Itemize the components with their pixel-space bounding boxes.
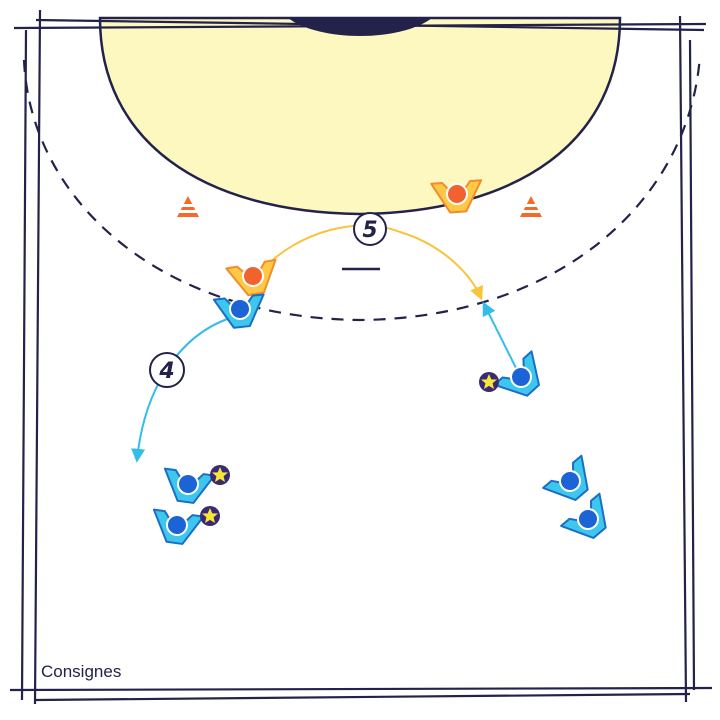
attacker-icon <box>560 492 620 550</box>
cone-icon <box>177 196 199 217</box>
attacker-icon <box>148 508 205 548</box>
cone-icon <box>520 196 542 217</box>
caption-text: Consignes <box>41 662 121 681</box>
step-label-5: 5 <box>362 218 377 243</box>
goal-area <box>98 16 622 216</box>
defense-move-arrow <box>261 224 484 301</box>
attack-pass-arrow <box>131 317 231 463</box>
attack-run-arrow <box>482 301 519 373</box>
attacker-icon <box>212 293 268 331</box>
free-throw-line <box>22 54 702 322</box>
step-badge-4: 4 <box>149 352 185 388</box>
attacker-icon <box>493 350 553 409</box>
defender-icon <box>225 258 282 300</box>
ball-icon <box>210 465 230 485</box>
ball-icon <box>479 372 499 392</box>
step-label-4: 4 <box>158 359 174 384</box>
court-outline <box>9 9 713 705</box>
attacker-icon <box>159 467 216 507</box>
ball-icon <box>200 506 220 526</box>
step-badge-5: 5 <box>353 212 387 246</box>
